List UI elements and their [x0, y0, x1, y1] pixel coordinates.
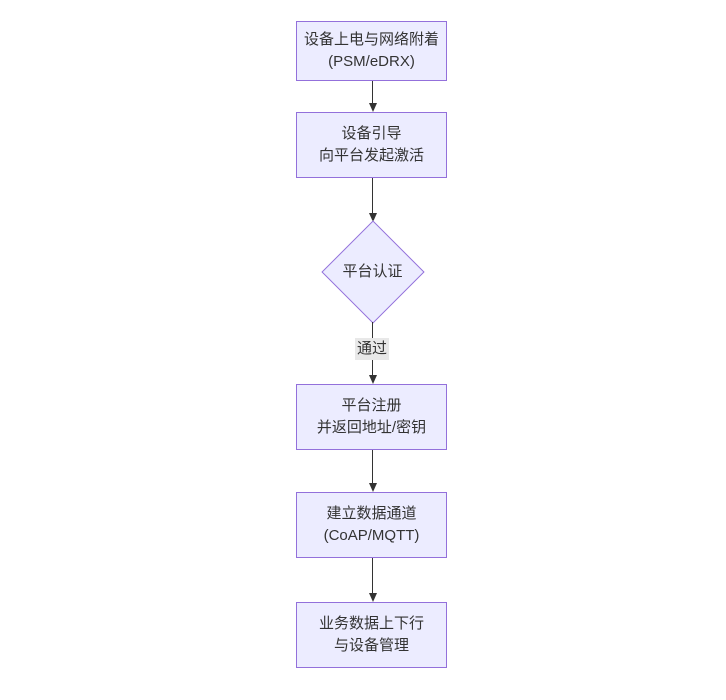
edge-label-pass: 通过 — [354, 338, 390, 360]
node-platform-register: 平台注册 并返回地址/密钥 — [296, 384, 447, 450]
node-line: 设备上电与网络附着 — [303, 31, 439, 48]
flow-arrow-channel-to-business — [368, 558, 377, 602]
node-line: 建立数据通道 — [326, 505, 417, 522]
node-line: 与设备管理 — [333, 637, 409, 654]
node-line: 向平台发起激活 — [318, 147, 424, 164]
node-line: 平台注册 — [341, 397, 402, 414]
node-platform-auth: 平台认证 — [320, 220, 425, 324]
node-bootstrap: 设备引导 向平台发起激活 — [296, 112, 447, 178]
node-line: 设备引导 — [341, 125, 402, 142]
flow-arrow-power-to-bootstrap — [368, 81, 377, 112]
node-power-attach: 设备上电与网络附着 (PSM/eDRX) — [296, 21, 447, 81]
node-line: 业务数据上下行 — [318, 615, 424, 632]
flow-arrow-bootstrap-to-auth — [368, 178, 377, 222]
node-line: (PSM/eDRX) — [328, 53, 415, 70]
node-line: (CoAP/MQTT) — [323, 527, 420, 544]
node-business-data: 业务数据上下行 与设备管理 — [296, 602, 447, 668]
flow-arrow-register-to-channel — [368, 450, 377, 492]
node-line: 平台认证 — [342, 263, 403, 280]
node-data-channel: 建立数据通道 (CoAP/MQTT) — [296, 492, 447, 558]
node-line: 并返回地址/密钥 — [316, 419, 427, 436]
